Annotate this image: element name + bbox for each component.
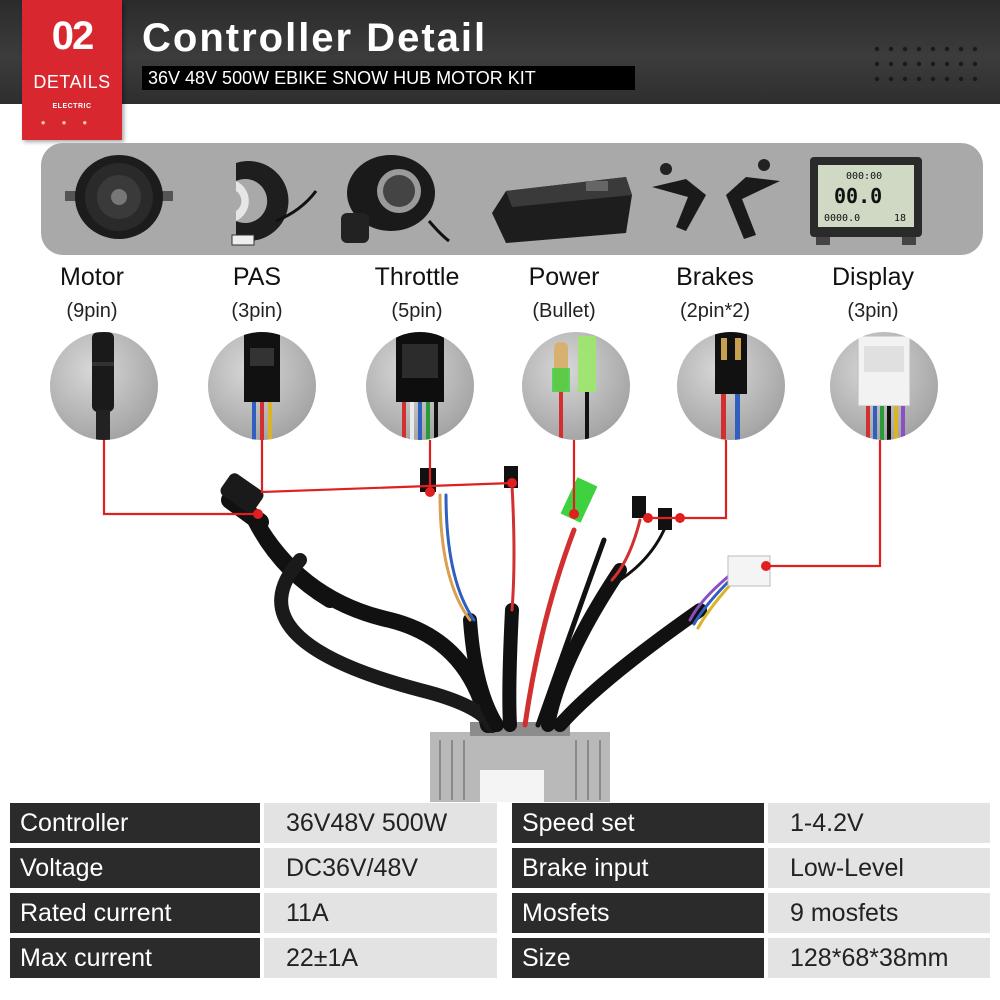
- spec-value: 22±1A: [264, 938, 497, 978]
- cables: [221, 483, 732, 733]
- battery-icon: [492, 177, 632, 243]
- power-connector-closeup: [522, 332, 630, 440]
- badge-sub-label: ELECTRIC: [52, 103, 92, 110]
- lcd-speed-text: 00.0: [834, 184, 882, 208]
- label-brakes: Brakes: [676, 263, 754, 291]
- throttle-connector-icon: [396, 332, 444, 440]
- spec-label: Voltage: [10, 848, 260, 888]
- spec-table: Controller 36V48V 500W Speed set 1-4.2V …: [10, 803, 990, 983]
- display-plug: [727, 555, 771, 587]
- hub-motor-icon: [65, 155, 173, 239]
- brake-connector-icon: [715, 332, 747, 440]
- motor-connector-icon: [92, 332, 114, 440]
- lcd-top-text: 000:00: [846, 171, 882, 182]
- page-subtitle: 36V 48V 500W EBIKE SNOW HUB MOTOR KIT: [142, 66, 635, 90]
- spec-label: Controller: [10, 803, 260, 843]
- lcd-level-text: 18: [894, 213, 906, 224]
- pin-display: (3pin): [847, 300, 899, 322]
- dot-grid-decoration: [874, 46, 978, 82]
- display-connector-closeup: [830, 332, 938, 440]
- label-pas: PAS: [232, 263, 282, 291]
- callout-lines: [102, 440, 882, 568]
- spec-value: DC36V/48V: [264, 848, 497, 888]
- throttle-icon: [341, 155, 450, 243]
- spec-label: Rated current: [10, 893, 260, 933]
- spec-value: 36V48V 500W: [264, 803, 497, 843]
- badge-number: 02: [51, 14, 95, 58]
- spec-label: Max current: [10, 938, 260, 978]
- spec-value: Low-Level: [768, 848, 990, 888]
- display-connector-icon: [857, 335, 911, 440]
- spec-value: 11A: [264, 893, 497, 933]
- badge-label: DETAILS: [33, 72, 111, 92]
- motor-plug: [220, 473, 264, 513]
- power-bullet-plug: [560, 477, 598, 523]
- spec-label: Brake input: [512, 848, 764, 888]
- label-power: Power: [528, 263, 600, 291]
- pin-power: (Bullet): [532, 300, 596, 322]
- label-display: Display: [832, 263, 914, 291]
- spec-row: Rated current 11A Mosfets 9 mosfets: [10, 893, 990, 933]
- spec-row: Voltage DC36V/48V Brake input Low-Level: [10, 848, 990, 888]
- throttle-connector-closeup: [366, 332, 474, 440]
- spec-value: 1-4.2V: [768, 803, 990, 843]
- brake-plug-1: [632, 496, 646, 518]
- details-badge: 02 DETAILS ELECTRIC ●●●: [22, 0, 122, 140]
- spec-value: 9 mosfets: [768, 893, 990, 933]
- label-throttle: Throttle: [374, 263, 460, 291]
- spec-label: Size: [512, 938, 764, 978]
- motor-connector-closeup: [50, 332, 158, 440]
- label-motor: Motor: [60, 263, 124, 291]
- spec-row: Controller 36V48V 500W Speed set 1-4.2V: [10, 803, 990, 843]
- spec-value: 128*68*38mm: [768, 938, 990, 978]
- pin-throttle: (5pin): [391, 300, 443, 322]
- controller-box: [430, 722, 610, 802]
- power-bullet-icon: [552, 336, 596, 440]
- product-images-bar: 000:00 00.0 0000.0 18: [41, 143, 983, 255]
- page-title: Controller Detail: [142, 16, 488, 60]
- lcd-display-icon: 000:00 00.0 0000.0 18: [810, 157, 922, 245]
- pas-connector-icon: [244, 332, 280, 440]
- lcd-odo-text: 0000.0: [824, 213, 860, 224]
- badge-dots: ●●●: [40, 118, 104, 127]
- pin-pas: (3pin): [231, 300, 283, 322]
- pas-connector-closeup: [208, 332, 316, 440]
- callout-dots: [253, 478, 771, 571]
- spec-label: Mosfets: [512, 893, 764, 933]
- brake-connector-closeup: [677, 332, 785, 440]
- brake-levers-icon: [652, 159, 780, 239]
- spec-label: Speed set: [512, 803, 764, 843]
- pas-sensor-icon: [231, 161, 318, 246]
- pin-motor: (9pin): [66, 300, 118, 322]
- spec-row: Max current 22±1A Size 128*68*38mm: [10, 938, 990, 978]
- pin-brakes: (2pin*2): [679, 300, 751, 322]
- header-bar: Controller Detail 36V 48V 500W EBIKE SNO…: [0, 0, 1000, 104]
